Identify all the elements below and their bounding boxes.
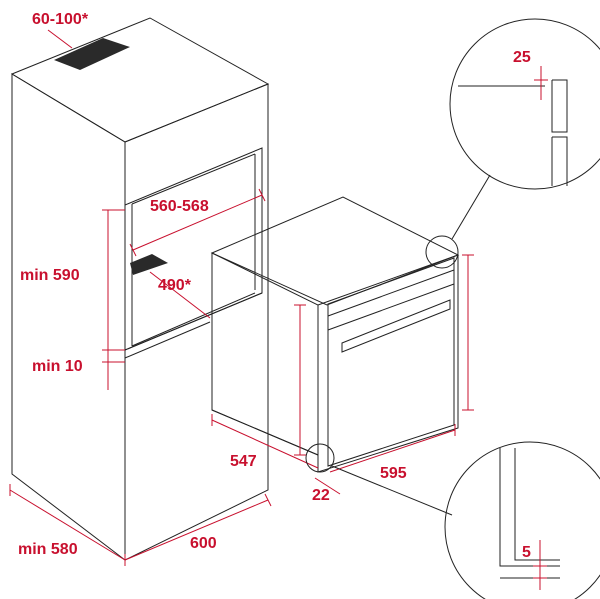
vent-gap-dim (47, 29, 73, 49)
cabinet-width-dim (124, 499, 269, 561)
niche-shelf (124, 292, 263, 351)
oven-control-strip (327, 269, 455, 317)
niche-shelf-lower (124, 321, 211, 359)
cabinet-top-face (10, 17, 270, 143)
label-detail-bottom-gap: 5 (522, 544, 531, 561)
oven-front-frame (317, 254, 459, 473)
detail-top-marker (425, 235, 459, 269)
detail-bottom-circle (444, 441, 600, 599)
label-niche-depth: 490* (158, 277, 192, 294)
dimension-lines (9, 29, 474, 566)
cabinet-depth-dim (9, 489, 126, 561)
oven-top-face (210, 196, 460, 306)
niche-width-tick-b (258, 188, 266, 202)
niche-depth-dim (149, 271, 211, 319)
label-detail-top-gap: 25 (513, 49, 531, 66)
detail-bottom (305, 441, 600, 599)
niche-inner-top (131, 153, 256, 205)
detail-bottom-leader (331, 465, 453, 516)
top-vent (54, 38, 130, 70)
oven-door-top (327, 283, 455, 331)
cabinet-front-face (124, 83, 269, 561)
oven-front-panel (327, 257, 455, 467)
detail-top-panel-upper (551, 79, 568, 133)
detail-bottom-panel (514, 448, 560, 561)
label-niche-height: min 590 (20, 267, 80, 284)
label-front-thickness: 22 (312, 487, 330, 504)
front-thickness-dim (314, 477, 341, 495)
oven-base (211, 409, 319, 456)
niche-inner-bottom (131, 292, 256, 347)
detail-top-circle (449, 18, 600, 190)
label-oven-width: 595 (380, 465, 407, 482)
oven-width-dim (329, 429, 456, 473)
oven-depth-dim (211, 419, 319, 469)
niche-width-tick-a (129, 243, 137, 257)
niche-vent (130, 254, 168, 275)
niche-width-dim (132, 194, 263, 251)
label-bottom-gap: min 10 (32, 358, 83, 375)
label-vent-gap: 60-100* (32, 11, 89, 28)
oven (210, 196, 460, 473)
label-niche-width: 560-568 (150, 198, 209, 215)
label-cabinet-width: 600 (190, 535, 217, 552)
cabinet (10, 17, 270, 562)
detail-top (425, 18, 600, 269)
detail-top-panel-lower (552, 136, 568, 186)
oven-side-face (211, 252, 319, 456)
detail-top-leader (451, 174, 491, 240)
cabinet-width-tick (264, 493, 272, 507)
label-cabinet-depth: min 580 (18, 541, 78, 558)
label-oven-depth: 547 (230, 453, 257, 470)
detail-bottom-marker (305, 443, 335, 473)
oven-handle (341, 299, 451, 353)
